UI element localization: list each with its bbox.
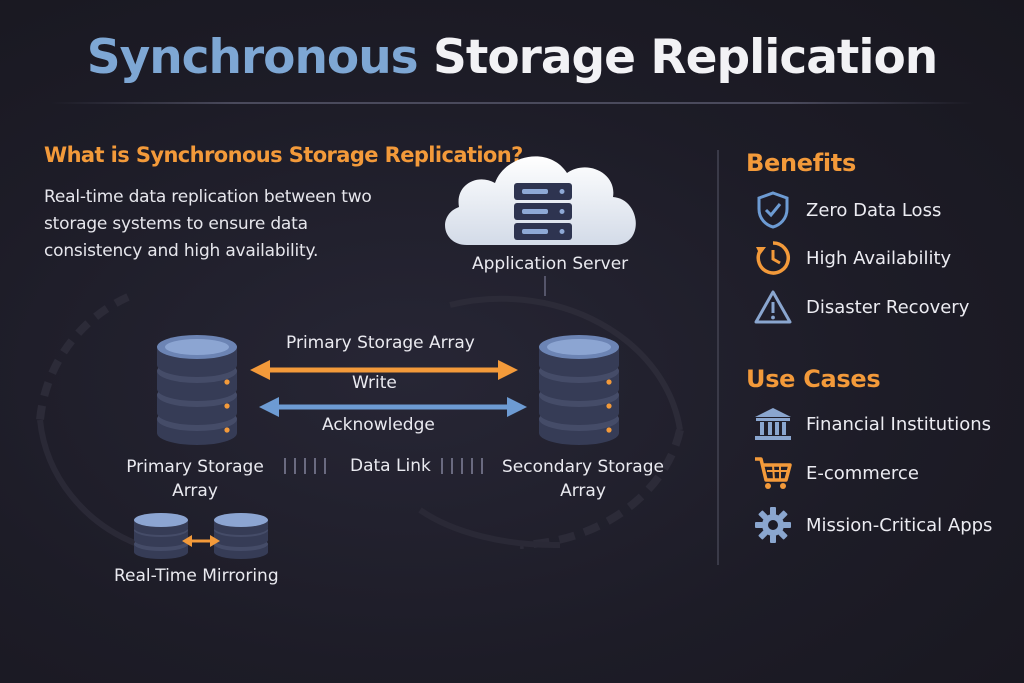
use-case-label: E-commerce (806, 462, 919, 484)
use-cases-heading: Use Cases (746, 365, 881, 393)
shield-check-icon (752, 190, 794, 230)
benefit-item: Disaster Recovery (752, 287, 969, 327)
server-icon (514, 183, 572, 240)
title-part-2: Storage Replication (433, 30, 938, 85)
benefit-label: Zero Data Loss (806, 199, 942, 221)
acknowledge-label: Acknowledge (322, 415, 435, 435)
primary-storage-icon (157, 335, 237, 445)
application-server-label: Application Server (472, 254, 629, 274)
acknowledge-arrow (259, 397, 527, 417)
clock-refresh-icon (752, 238, 794, 278)
bank-icon (752, 404, 794, 444)
column-divider (717, 150, 719, 565)
use-case-label: Financial Institutions (806, 413, 992, 435)
mirroring-icon (134, 513, 268, 559)
benefit-item: High Availability (752, 238, 951, 278)
title-divider (50, 102, 974, 104)
link-label: Primary Storage Array (286, 333, 475, 353)
write-arrow (250, 360, 518, 380)
benefit-label: High Availability (806, 247, 952, 269)
use-case-item: Financial Institutions (752, 404, 991, 444)
benefit-item: Zero Data Loss (752, 190, 941, 230)
primary-array-label: Primary Storage Array (126, 457, 264, 501)
use-case-item: E-commerce (752, 453, 919, 493)
secondary-storage-icon (539, 335, 619, 445)
data-link-dashes-left (284, 458, 326, 474)
shopping-cart-icon (752, 453, 794, 493)
secondary-array-label: Secondary Storage Array (502, 457, 664, 501)
use-case-label: Mission-Critical Apps (806, 514, 993, 536)
server-connector (544, 276, 546, 296)
cloud-icon (445, 156, 636, 245)
data-link-label: Data Link (350, 456, 431, 476)
use-case-item: Mission-Critical Apps (752, 505, 992, 545)
data-link-dashes-right (441, 458, 483, 474)
benefit-label: Disaster Recovery (806, 296, 970, 318)
page-title: Synchronous Storage Replication (0, 30, 1024, 85)
title-part-1: Synchronous (86, 30, 419, 85)
intro-heading: What is Synchronous Storage Replication? (44, 143, 523, 167)
intro-description: Real-time data replication between two s… (44, 187, 372, 261)
gear-icon (752, 505, 794, 545)
mirroring-label: Real-Time Mirroring (114, 566, 279, 586)
warning-triangle-icon (752, 287, 794, 327)
benefits-heading: Benefits (746, 149, 856, 177)
write-label: Write (352, 373, 397, 393)
